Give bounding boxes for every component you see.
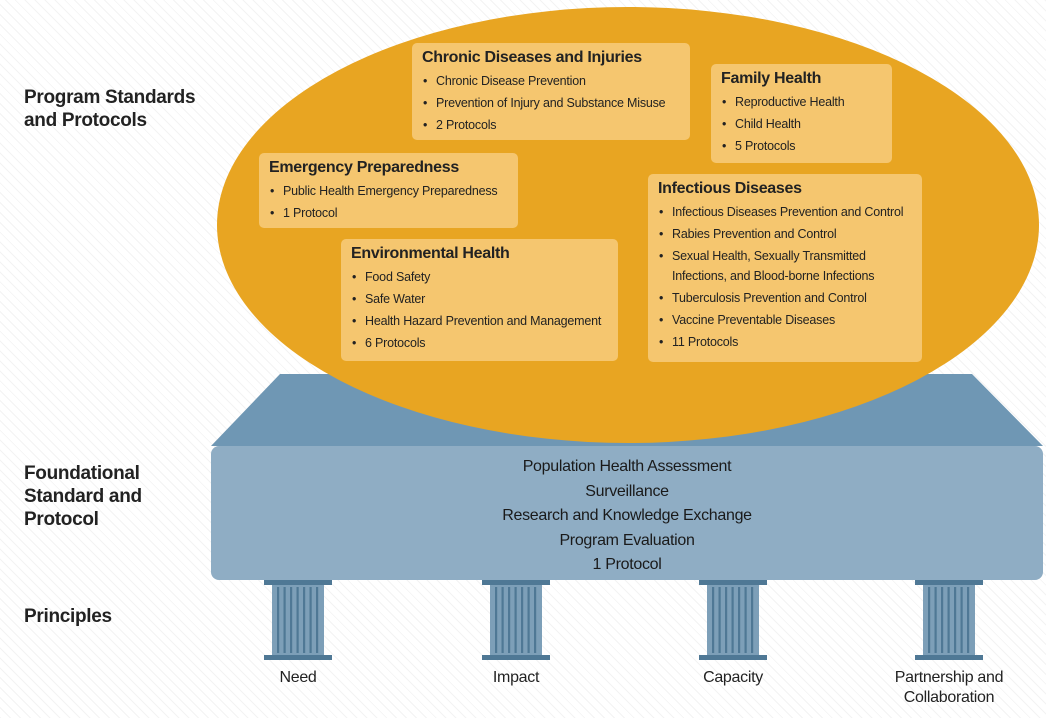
pillar-flute: [527, 587, 530, 653]
foundation-item: Research and Knowledge Exchange: [502, 507, 752, 524]
card-protocol-count: 6 Protocols: [351, 332, 608, 354]
card-item: Tuberculosis Prevention and Control: [658, 287, 912, 309]
pillar-flute: [283, 587, 286, 653]
card-protocol-count: 5 Protocols: [721, 135, 882, 157]
pillar-capital: [264, 580, 332, 585]
card-title: Environmental Health: [351, 245, 510, 262]
pillar-base: [482, 655, 550, 660]
family-health-card: Family Health Reproductive Health Child …: [711, 64, 892, 163]
pillar-flute: [954, 587, 957, 653]
card-title: Chronic Diseases and Injuries: [422, 49, 642, 66]
foundation-protocol-count: 1 Protocol: [592, 556, 662, 573]
pillar-flute: [718, 587, 721, 653]
pillar-base: [264, 655, 332, 660]
card-protocol-count: 2 Protocols: [422, 114, 680, 136]
pillar-flute: [751, 587, 754, 653]
foundation-item: Population Health Assessment: [522, 458, 732, 475]
card-title: Family Health: [721, 70, 822, 87]
pillar-flute: [534, 587, 537, 653]
pillar: [699, 580, 767, 660]
pillar-flute: [296, 587, 299, 653]
foundation-item: Surveillance: [585, 482, 669, 500]
card-item: Public Health Emergency Preparedness: [269, 180, 508, 202]
card-item: Chronic Disease Prevention: [422, 70, 680, 92]
card-title: Emergency Preparedness: [269, 159, 459, 176]
pillar-flute: [941, 587, 944, 653]
principle-label: Capacity: [703, 669, 763, 686]
card-item: Reproductive Health: [721, 91, 882, 113]
pillar-flute: [934, 587, 937, 653]
pillar-flute: [495, 587, 498, 653]
card-item: Vaccine Preventable Diseases: [658, 309, 912, 331]
foundation-item: Program Evaluation: [559, 531, 695, 549]
card-item: Sexual Health, Sexually Transmitted Infe…: [658, 246, 912, 286]
principle-label: Impact: [492, 669, 540, 686]
pillar-flute: [725, 587, 728, 653]
card-item: Food Safety: [351, 266, 608, 288]
pillar-flute: [731, 587, 734, 653]
card-item: Rabies Prevention and Control: [658, 223, 912, 245]
chronic-diseases-card: Chronic Diseases and Injuries Chronic Di…: [412, 43, 690, 140]
pillar: [915, 580, 983, 660]
foundational-standard-label: Foundational Standard and Protocol: [24, 463, 142, 530]
card-title: Infectious Diseases: [658, 180, 802, 197]
card-protocol-count: 11 Protocols: [658, 331, 912, 353]
card-item: Infectious Diseases Prevention and Contr…: [658, 201, 912, 223]
pillar-flute: [928, 587, 931, 653]
pillar-flute: [947, 587, 950, 653]
infectious-diseases-card: Infectious Diseases Infectious Diseases …: [648, 174, 922, 362]
pillar-capital: [482, 580, 550, 585]
pillar: [482, 580, 550, 660]
pillar-flute: [316, 587, 319, 653]
pillar-flute: [738, 587, 741, 653]
pillar-flute: [521, 587, 524, 653]
foundational-items: Population Health Assessment Surveillanc…: [0, 455, 1043, 578]
program-standards-label: Program Standards and Protocols: [24, 87, 196, 131]
card-protocol-count: 1 Protocol: [269, 202, 508, 224]
pillar-flute: [744, 587, 747, 653]
pillar-capital: [915, 580, 983, 585]
pillar-base: [915, 655, 983, 660]
pillar-base: [699, 655, 767, 660]
pillar-flute: [277, 587, 280, 653]
pillar-capital: [699, 580, 767, 585]
environmental-health-card: Environmental Health Food Safety Safe Wa…: [341, 239, 618, 361]
card-item: Health Hazard Prevention and Management: [351, 310, 608, 332]
emergency-preparedness-card: Emergency Preparedness Public Health Eme…: [259, 153, 518, 228]
principles-label: Principles: [24, 606, 112, 627]
pillar-flute: [967, 587, 970, 653]
pillar-flute: [960, 587, 963, 653]
principle-label: Partnership and Collaboration: [894, 669, 1004, 706]
card-item: Child Health: [721, 113, 882, 135]
card-item: Prevention of Injury and Substance Misus…: [422, 92, 680, 114]
card-item: Safe Water: [351, 288, 608, 310]
pillar-flute: [514, 587, 517, 653]
pillar-flute: [290, 587, 293, 653]
pillar-flute: [309, 587, 312, 653]
pillar-flute: [508, 587, 511, 653]
principle-pillars: [264, 580, 983, 660]
pillar: [264, 580, 332, 660]
principle-label: Need: [279, 669, 317, 686]
foundational-standard-box: [211, 446, 1043, 580]
pillar-flute: [712, 587, 715, 653]
pillar-flute: [303, 587, 306, 653]
pillar-flute: [501, 587, 504, 653]
